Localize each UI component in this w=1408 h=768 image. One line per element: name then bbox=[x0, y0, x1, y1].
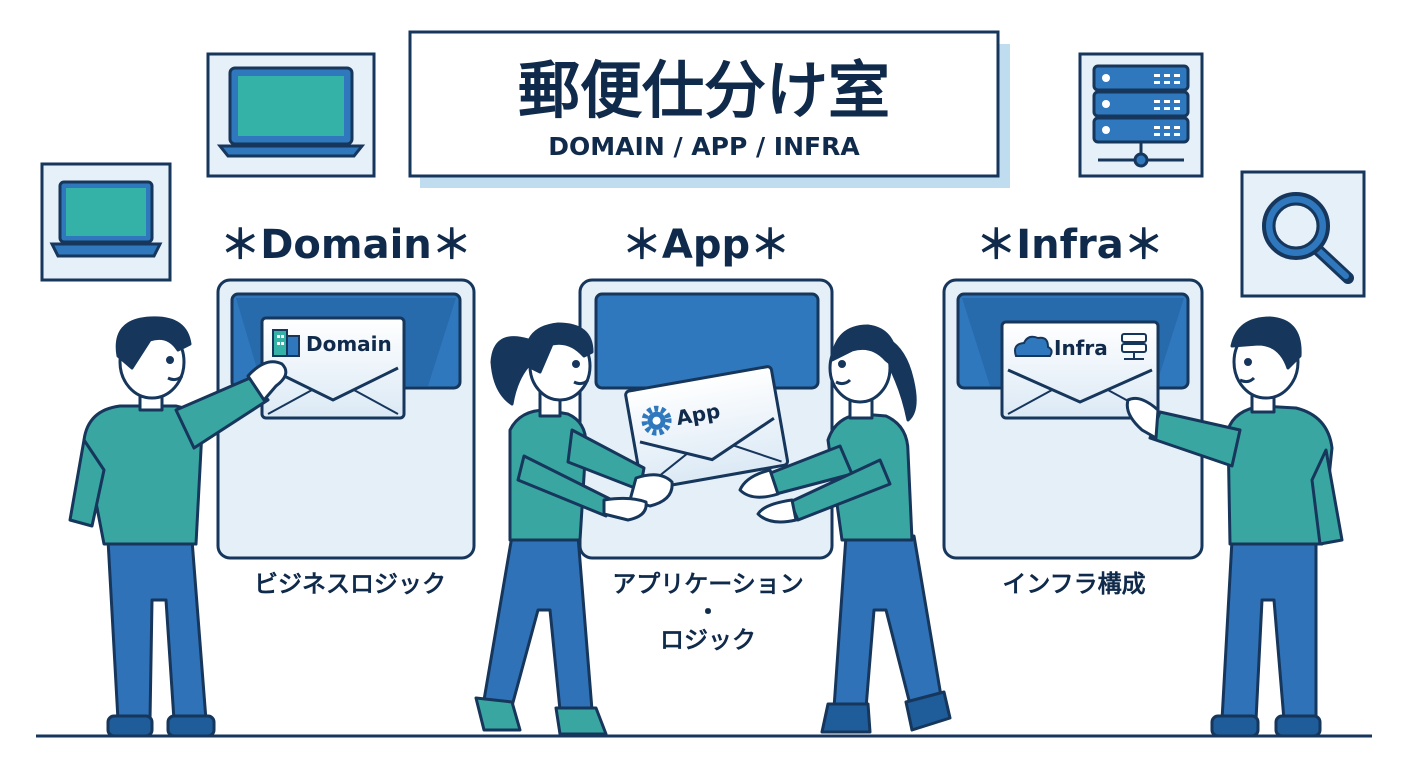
envelope-domain: Domain bbox=[260, 316, 406, 420]
page-title: 郵便仕分け室 bbox=[518, 54, 890, 127]
person-domain-sorter bbox=[68, 316, 288, 738]
laptop-icon bbox=[40, 162, 172, 282]
server-rack-icon bbox=[1078, 52, 1204, 178]
page-subtitle: DOMAIN / APP / INFRA bbox=[548, 132, 860, 161]
gear-icon bbox=[641, 405, 672, 436]
server-icon bbox=[1121, 333, 1147, 360]
envelope-label-infra: Infra bbox=[1054, 336, 1108, 360]
person-infra-sorter bbox=[1125, 316, 1344, 738]
magnifier-icon bbox=[1240, 170, 1366, 298]
bin-description-app-line2: ・ bbox=[696, 598, 720, 626]
person-app-receiver bbox=[738, 324, 952, 734]
building-icon bbox=[272, 329, 300, 357]
person-app-sender bbox=[474, 322, 674, 736]
laptop-icon bbox=[206, 52, 376, 178]
bin-description-infra: インフラ構成 bbox=[1002, 570, 1145, 598]
envelope-label-domain: Domain bbox=[306, 332, 392, 356]
bin-heading-infra: ＊Infra＊ bbox=[976, 222, 1163, 268]
bin-description-domain: ビジネスロジック bbox=[254, 570, 446, 598]
bin-heading-domain: ＊Domain＊ bbox=[220, 222, 472, 268]
envelope-app: App bbox=[624, 365, 790, 492]
cloud-icon bbox=[1014, 335, 1053, 357]
bin-heading-app: ＊App＊ bbox=[622, 222, 790, 268]
bin-description-app-line3: ロジック bbox=[660, 626, 756, 654]
title-box: 郵便仕分け室 DOMAIN / APP / INFRA bbox=[408, 30, 1010, 188]
bin-description-app-line1: アプリケーション bbox=[612, 570, 804, 598]
